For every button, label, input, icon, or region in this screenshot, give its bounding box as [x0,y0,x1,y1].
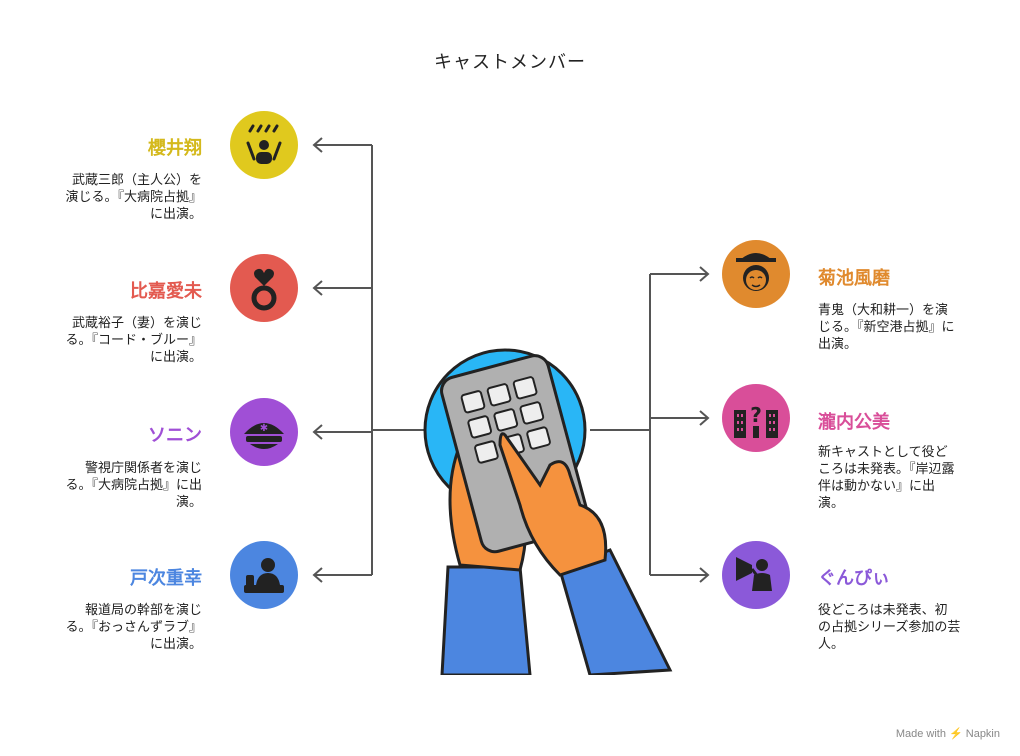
cast-name: ソニン [148,425,202,446]
news-anchor-icon [244,558,284,593]
heart-ring-icon [251,268,277,311]
cast-node-sakurai [230,111,298,179]
page-title: キャストメンバー [434,52,586,73]
cast-description: 役どころは未発表、初 の占拠シリーズ参加の芸 人。 [818,603,961,652]
police-cap-icon: ✱ [244,423,284,449]
cast-node-takiuchi: ? [722,384,790,452]
cast-name: 比嘉愛未 [130,281,202,302]
cast-description: 新キャストとして役ど ころは未発表。『岸辺露 伴は動かない』に出 演。 [818,445,955,511]
cast-description: 武蔵裕子（妻）を演じ る。『コード・ブルー』 に出演。 [65,316,202,365]
cast-node-sonim: ✱ [230,398,298,466]
cast-description: 警視庁関係者を演じ る。『大病院占拠』に出 演。 [65,461,202,510]
megaphone-person-icon [736,557,772,591]
cast-description: 青鬼（大和耕一）を演 じる。『新空港占拠』に 出演。 [818,303,955,352]
cast-node-higa [230,254,298,322]
cast-node-gunpii [722,541,790,609]
cast-description: 報道局の幹部を演じ る。『おっさんずラブ』 に出演。 [65,603,202,652]
cast-name: 瀧内公美 [818,412,890,433]
cast-name: ぐんぴぃ [818,568,890,589]
cast-name: 櫻井翔 [148,138,202,159]
cast-node-totsugi [230,541,298,609]
footer-credit: Made with ⚡ Napkin [895,728,1000,740]
hand-phone-illustration [423,348,673,675]
cast-name: 菊池風磨 [818,268,890,289]
svg-text:✱: ✱ [260,423,268,434]
svg-text:?: ? [750,403,762,427]
geisha-mask-icon [736,253,776,291]
raised-hands-person-icon [246,124,282,164]
cast-name: 戸次重幸 [130,568,202,589]
cast-description: 武蔵三郎（主人公）を 演じる。『大病院占拠』 に出演。 [65,173,202,222]
cast-node-kikuchi [722,240,790,308]
mystery-building-icon: ? [734,403,778,438]
